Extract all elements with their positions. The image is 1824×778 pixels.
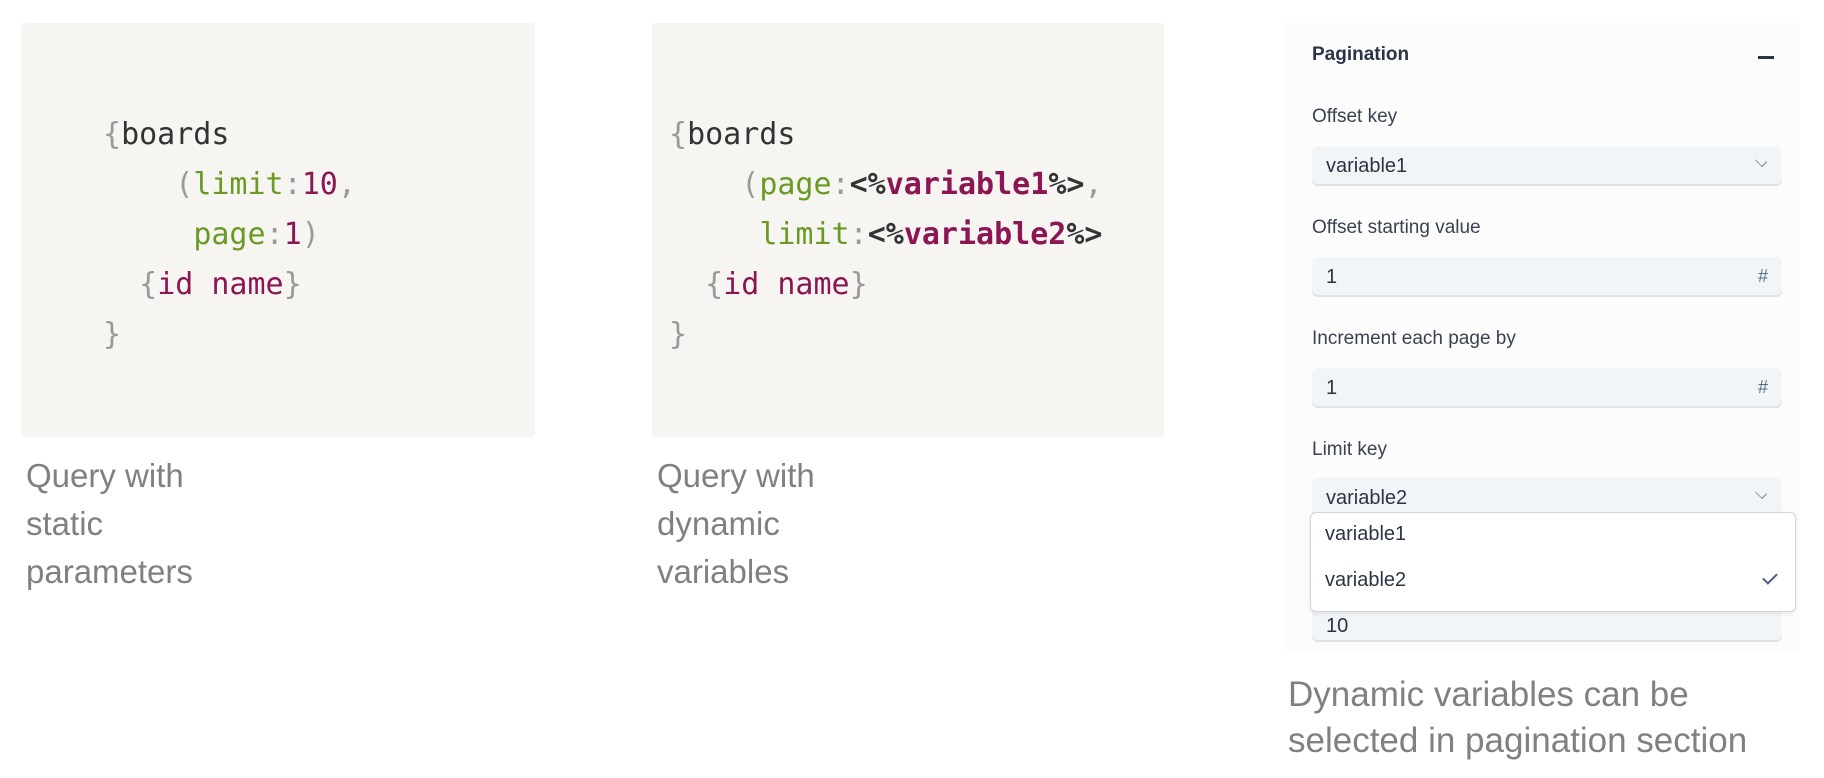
line-4: {id name} [103,267,302,302]
paren: ( [741,167,760,202]
caption-line: Query with [26,457,184,494]
colon: : [849,217,868,252]
chevron-down-icon [1754,154,1768,168]
comma: , [337,167,356,202]
arg-value: 1 [283,217,302,252]
increment-value: 1 [1326,377,1338,399]
arg-key: limit [759,217,850,252]
brace: } [283,267,302,302]
static-query-caption: Query with static parameters [26,452,193,596]
brace: { [669,117,688,152]
line-2: (limit:10, [103,167,356,202]
offset-start-input[interactable]: 1 # [1312,257,1782,295]
brace: } [669,317,688,352]
arg-key: page [759,167,832,202]
limit-key-label: Limit key [1312,439,1387,460]
dynamic-query-code: {boards (page:<%variable1%>, limit:<%var… [669,110,1103,360]
field-name: boards [121,117,230,152]
caption-line: Query with [657,457,815,494]
caption-line: variables [657,553,790,590]
line-1: {boards [103,117,229,152]
paren: ( [175,167,194,202]
pagination-panel: Pagination Offset key variable1 Offset s… [1286,22,1800,652]
arg-key: page [193,217,266,252]
offset-key-label: Offset key [1312,106,1398,127]
offset-start-value: 1 [1326,266,1338,288]
var-close: %> [1066,217,1103,252]
caption-line: selected in pagination section [1288,721,1748,760]
limit-value: 10 [1326,615,1349,637]
colon: : [283,167,302,202]
variable-name: variable1 [885,167,1049,202]
brace: { [705,267,724,302]
dynamic-query-code-block: {boards (page:<%variable1%>, limit:<%var… [652,23,1164,437]
var-close: %> [1048,167,1085,202]
offset-key-select[interactable]: variable1 [1312,146,1782,184]
line-3: limit:<%variable2%> [669,217,1103,252]
variable-name: variable2 [903,217,1067,252]
paren: ) [301,217,320,252]
dropdown-option-variable1[interactable]: variable1 [1325,523,1407,545]
limit-key-select[interactable]: variable2 [1312,478,1782,516]
line-4: {id name} [669,267,868,302]
caption-line: dynamic [657,505,780,542]
brace: } [103,317,122,352]
increment-label: Increment each page by [1312,328,1516,349]
pagination-title: Pagination [1312,44,1410,65]
brace: { [103,117,122,152]
collapse-minus-icon[interactable] [1758,56,1774,59]
colon: : [265,217,284,252]
check-icon [1762,569,1778,585]
arg-key: limit [193,167,284,202]
line-2: (page:<%variable1%>, [669,167,1103,202]
offset-start-label: Offset starting value [1312,217,1481,238]
arg-value: 10 [301,167,338,202]
offset-key-value: variable1 [1326,155,1408,177]
caption-line: parameters [26,553,193,590]
field-name: boards [687,117,796,152]
chevron-down-icon [1754,486,1768,500]
var-open: <% [867,217,904,252]
comma: , [1084,167,1103,202]
colon: : [831,167,850,202]
brace: } [849,267,868,302]
brace: { [139,267,158,302]
dynamic-query-caption: Query with dynamic variables [657,452,815,596]
increment-input[interactable]: 1 # [1312,368,1782,406]
static-query-code-block: {boards (limit:10, page:1) {id name} } [21,23,535,437]
caption-line: Dynamic variables can be [1288,675,1689,714]
fields: id name [157,267,284,302]
number-icon: # [1757,266,1768,286]
line-3: page:1) [103,217,320,252]
number-icon: # [1757,377,1768,397]
line-1: {boards [669,117,795,152]
limit-key-value: variable2 [1326,487,1408,509]
caption-line: static [26,505,104,542]
pagination-caption: Dynamic variables can be selected in pag… [1288,672,1747,764]
fields: id name [723,267,850,302]
dropdown-option-variable2[interactable]: variable2 [1325,569,1407,591]
static-query-code: {boards (limit:10, page:1) {id name} } [103,110,356,360]
limit-key-dropdown: variable1 variable2 [1310,512,1796,612]
var-open: <% [849,167,886,202]
